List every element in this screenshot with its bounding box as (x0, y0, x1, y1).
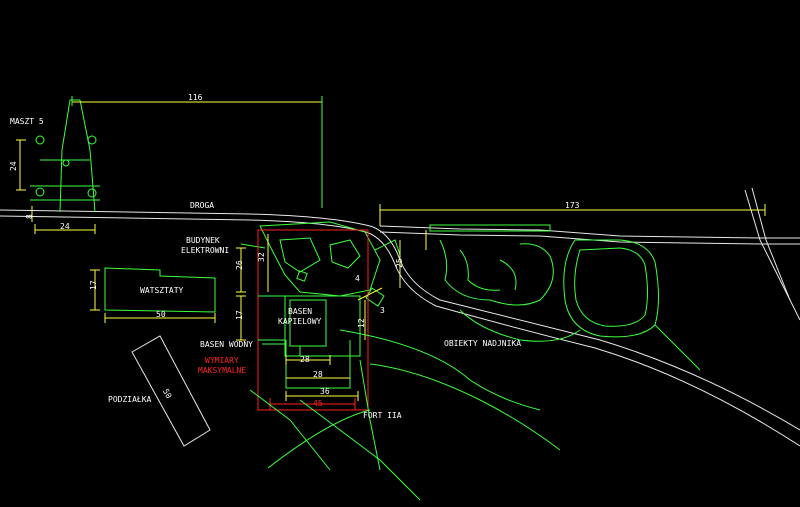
dim-36-label: 36 (320, 387, 330, 396)
garrison-objects-label: OBIEKTY NADJNIKA (444, 339, 521, 348)
dim-26-label: 26 (235, 260, 244, 270)
dim-24-horizontal-label: 24 (60, 222, 70, 231)
mast-area (30, 99, 100, 213)
dim-173-label: 173 (565, 201, 580, 210)
dimension-173: 173 (379, 201, 766, 226)
mast-label: MASZT 5 (10, 117, 44, 126)
pool-label-line1: BASEN (288, 307, 312, 316)
swimming-pool: 17 12 (235, 295, 366, 357)
dim-28a-label: 28 (300, 355, 310, 364)
dimension-116: 116 (71, 93, 323, 208)
workshop-building: 17 50 (89, 267, 216, 323)
dim-45-label: 45 (313, 399, 323, 408)
mast-marker-icon (62, 159, 70, 167)
dim-28b-label: 28 (313, 370, 323, 379)
building-dimensions: 26 32 25 4 3 (235, 230, 427, 315)
mast-marker-icon (87, 135, 97, 145)
garrison-objects (439, 239, 701, 371)
dim-32-label: 32 (257, 252, 266, 262)
power-plant-label-line1: BUDYNEK (186, 236, 220, 245)
road-droga (0, 187, 800, 447)
dim-24-vertical-label: 24 (9, 161, 18, 171)
max-dims-label-line1: WYMIARY (205, 356, 239, 365)
road-label: DROGA (190, 201, 214, 210)
dim-12-label: 12 (357, 318, 366, 328)
mast-dimensions: 24 24 8 (9, 139, 96, 234)
workshop-label: WATSZTATY (140, 286, 184, 295)
mast-marker-icon (35, 135, 45, 145)
mast-marker-icon (35, 187, 45, 197)
dim-4-label: 4 (355, 274, 360, 283)
pool-label-line2: KAPIELOWY (278, 317, 322, 326)
mast-marker-icon (87, 188, 97, 198)
scale-bar: 50 (131, 335, 211, 447)
road-strip-building (429, 224, 551, 232)
water-pool-label: BASEN WODNY (200, 340, 253, 349)
dim-50b-label: 50 (161, 387, 174, 400)
max-dims-label-line2: MAKSYMALNE (198, 366, 246, 375)
power-plant-label-line2: ELEKTROWNI (181, 246, 229, 255)
fort-iia-outline (249, 329, 561, 501)
dim-17b-label: 17 (235, 310, 244, 320)
fort-label: FORT IIA (363, 411, 402, 420)
water-pool: 28 28 36 (262, 340, 359, 401)
dim-3-label: 3 (380, 306, 385, 315)
dim-25-label: 25 (395, 258, 404, 268)
scale-label: PODZIAŁKA (108, 395, 152, 404)
dim-50a-label: 50 (156, 310, 166, 319)
dim-116-label: 116 (188, 93, 203, 102)
power-plant-building (240, 221, 401, 307)
dim-17a-label: 17 (89, 280, 98, 290)
dim-8-label: 8 (25, 214, 34, 219)
